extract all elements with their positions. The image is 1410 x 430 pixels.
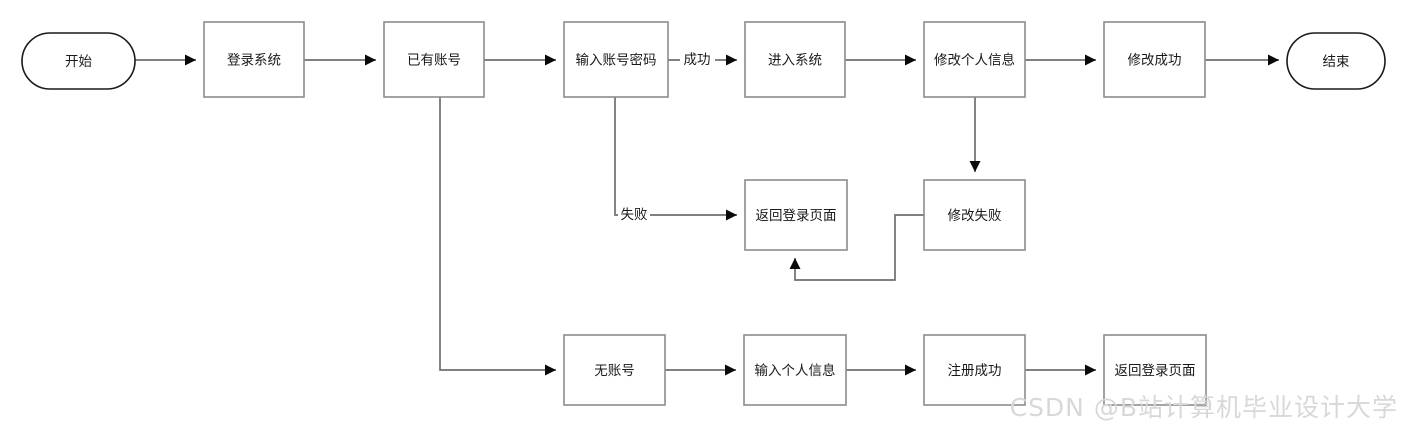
- arrowhead-icon: [726, 209, 737, 221]
- node-edit_profile[interactable]: 修改个人信息: [923, 21, 1026, 98]
- node-edit_success[interactable]: 修改成功: [1103, 21, 1206, 98]
- process-shape: [383, 21, 485, 98]
- node-label: 修改成功: [1128, 53, 1182, 69]
- arrowhead-icon: [725, 364, 736, 376]
- edge-line: [794, 214, 924, 281]
- process-shape: [744, 179, 848, 251]
- arrowhead-icon: [726, 54, 737, 66]
- node-back_login_1[interactable]: 返回登录页面: [744, 179, 848, 251]
- edge-label: 成功: [684, 52, 711, 68]
- node-label: 返回登录页面: [756, 208, 837, 224]
- node-end[interactable]: 结束: [1286, 32, 1386, 90]
- edge-has_account-to-input_credent: [484, 54, 556, 66]
- node-label: 输入个人信息: [755, 362, 836, 379]
- node-back_login_2[interactable]: 返回登录页面: [1103, 334, 1207, 406]
- process-shape: [743, 334, 847, 406]
- process-shape: [923, 334, 1026, 406]
- process-shape: [203, 21, 305, 98]
- terminator-shape: [1286, 32, 1386, 90]
- node-login_system[interactable]: 登录系统: [203, 21, 305, 98]
- node-input_profile[interactable]: 输入个人信息: [743, 334, 847, 406]
- edge-input_profile-to-reg_success: [846, 364, 916, 376]
- terminator-shape: [21, 32, 136, 90]
- process-shape: [563, 21, 669, 98]
- node-label: 修改个人信息: [934, 52, 1015, 69]
- edge-edit_success-to-end: [1205, 54, 1279, 66]
- arrowhead-icon: [905, 364, 916, 376]
- node-has_account[interactable]: 已有账号: [383, 21, 485, 98]
- process-shape: [923, 179, 1026, 251]
- arrowhead-icon: [365, 54, 376, 66]
- arrowhead-icon: [1085, 54, 1096, 66]
- process-shape: [923, 21, 1026, 98]
- node-label: 登录系统: [227, 53, 281, 69]
- process-shape: [1103, 334, 1207, 406]
- process-shape: [744, 21, 846, 98]
- node-label: 返回登录页面: [1115, 363, 1196, 379]
- node-label: 开始: [65, 54, 92, 70]
- node-label: 修改失败: [948, 208, 1002, 224]
- process-shape: [563, 334, 666, 406]
- node-label: 无账号: [594, 363, 635, 379]
- edge-line: [439, 97, 556, 371]
- edge-edit_profile-to-edit_fail: [969, 97, 981, 172]
- arrowhead-icon: [185, 54, 196, 66]
- node-input_credent[interactable]: 输入账号密码: [563, 21, 669, 98]
- edge-input_credent-to-back_login_1: 失败: [614, 97, 737, 223]
- edge-edit_fail-to-back_login_1: [789, 214, 924, 281]
- edge-edit_profile-to-edit_success: [1025, 54, 1096, 66]
- edge-line: [614, 97, 737, 216]
- process-shape: [1103, 21, 1206, 98]
- node-start[interactable]: 开始: [21, 32, 136, 90]
- edge-login_system-to-has_account: [304, 54, 376, 66]
- edge-start-to-login_system: [135, 54, 196, 66]
- arrowhead-icon: [905, 54, 916, 66]
- arrowhead-icon: [1268, 54, 1279, 66]
- arrowhead-icon: [969, 161, 981, 172]
- node-edit_fail[interactable]: 修改失败: [923, 179, 1026, 251]
- edge-reg_success-to-back_login_2: [1025, 364, 1096, 376]
- arrowhead-icon: [545, 364, 556, 376]
- node-label: 进入系统: [768, 53, 822, 69]
- node-label: 输入账号密码: [576, 52, 657, 69]
- node-label: 注册成功: [948, 363, 1002, 379]
- arrowhead-icon: [1085, 364, 1096, 376]
- node-no_account[interactable]: 无账号: [563, 334, 666, 406]
- edge-no_account-to-input_profile: [665, 364, 736, 376]
- node-label: 结束: [1323, 54, 1351, 70]
- arrowhead-icon: [545, 54, 556, 66]
- edge-has_account-to-no_account: [439, 97, 556, 376]
- node-label: 已有账号: [407, 53, 461, 69]
- node-enter_system[interactable]: 进入系统: [744, 21, 846, 98]
- edge-label: 失败: [621, 207, 649, 223]
- arrowhead-icon: [789, 258, 801, 269]
- edge-input_credent-to-enter_system: 成功: [668, 52, 737, 68]
- node-reg_success[interactable]: 注册成功: [923, 334, 1026, 406]
- edge-enter_system-to-edit_profile: [845, 54, 916, 66]
